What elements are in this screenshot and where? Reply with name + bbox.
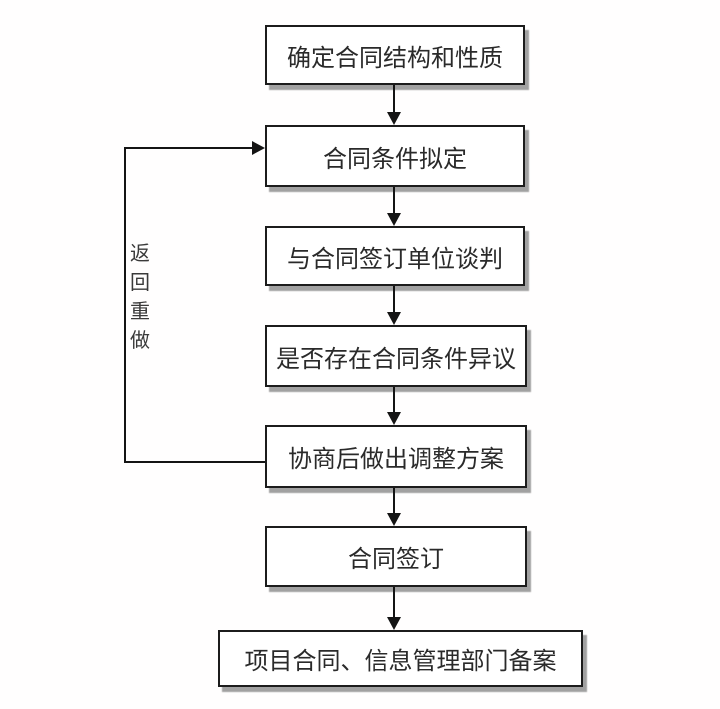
node-determine-contract-structure: 确定合同结构和性质: [265, 25, 525, 85]
connector-5-6-line: [393, 488, 395, 514]
connector-2-3-line: [393, 187, 395, 214]
arrowhead-down-icon: [387, 513, 401, 526]
loop-line-left: [124, 147, 126, 463]
arrowhead-right-icon: [252, 141, 265, 155]
node-label: 项目合同、信息管理部门备案: [244, 649, 557, 675]
connector-6-7-line: [393, 587, 395, 618]
arrowhead-down-icon: [387, 213, 401, 226]
arrowhead-down-icon: [387, 312, 401, 325]
connector-1-2-line: [393, 85, 395, 113]
node-label: 确定合同结构和性质: [287, 45, 503, 72]
arrowhead-down-icon: [387, 617, 401, 630]
loop-line-top: [124, 147, 253, 149]
node-label: 合同条件拟定: [323, 146, 467, 173]
loop-line-bottom: [124, 461, 265, 463]
node-label: 协商后做出调整方案: [288, 447, 504, 473]
arrowhead-down-icon: [387, 112, 401, 125]
node-filing-with-departments: 项目合同、信息管理部门备案: [218, 630, 583, 687]
node-negotiate-with-signing-party: 与合同签订单位谈判: [265, 226, 525, 286]
connector-4-5-line: [393, 387, 395, 413]
node-make-adjustment-plan: 协商后做出调整方案: [265, 425, 527, 488]
arrowhead-down-icon: [387, 412, 401, 425]
connector-3-4-line: [393, 286, 395, 313]
loop-label-return-redo: 返回重做: [130, 243, 150, 352]
node-label: 合同签订: [348, 547, 444, 573]
node-draft-contract-terms: 合同条件拟定: [265, 125, 525, 187]
node-label: 是否存在合同条件异议: [276, 346, 516, 373]
node-contract-signing: 合同签订: [265, 526, 527, 587]
node-label: 与合同签订单位谈判: [287, 246, 503, 273]
node-check-term-objections: 是否存在合同条件异议: [265, 325, 527, 387]
